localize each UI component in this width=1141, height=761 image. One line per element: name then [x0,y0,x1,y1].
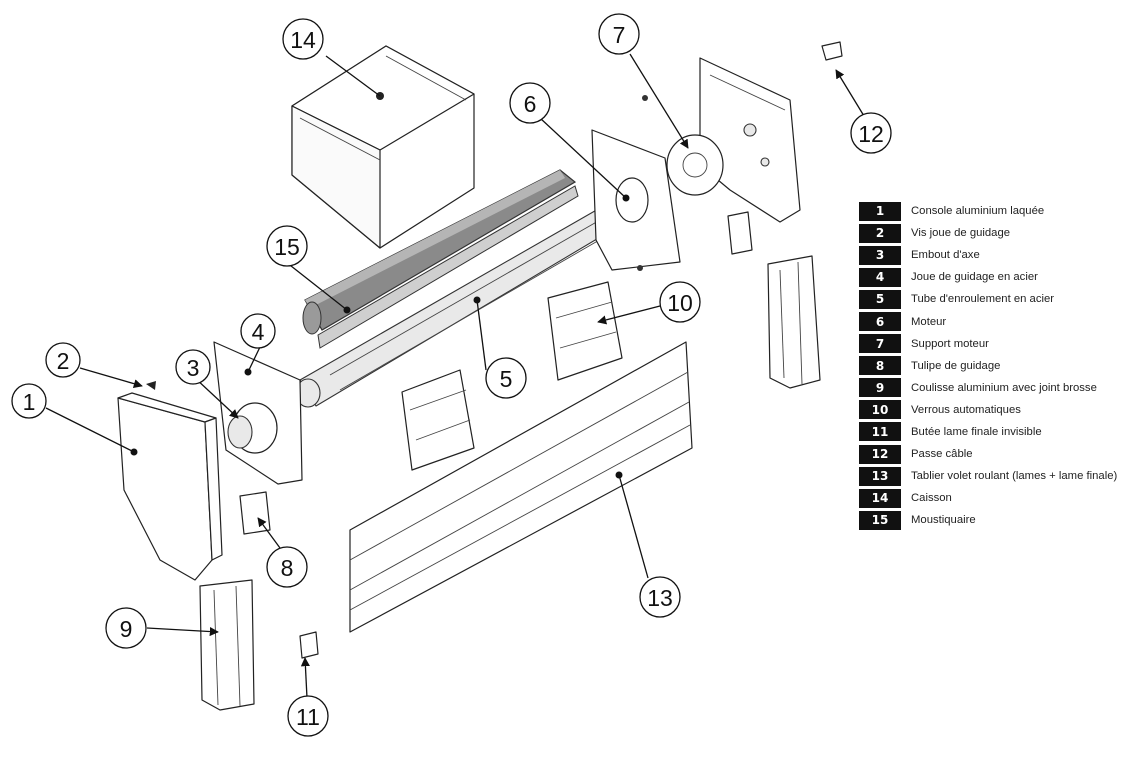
svg-text:12: 12 [858,121,884,147]
part-tablier [349,341,693,633]
legend-row: 11 Butée lame finale invisible [859,421,1134,443]
svg-text:1: 1 [23,389,36,415]
legend-row: 14 Caisson [859,487,1134,509]
legend-label: Verrous automatiques [911,403,1021,416]
legend-row: 4 Joue de guidage en acier [859,266,1134,288]
legend-label: Passe câble [911,448,973,461]
legend-number: 5 [859,289,901,309]
callout-9: 9 [105,607,147,649]
svg-text:4: 4 [252,319,265,345]
legend-number: 4 [859,267,901,287]
legend-number: 2 [859,223,901,243]
callout-2: 2 [45,342,81,378]
legend-row: 15 Moustiquaire [859,509,1134,531]
legend-label: Tulipe de guidage [911,359,1001,372]
svg-text:10: 10 [667,290,693,316]
svg-text:6: 6 [524,91,537,117]
svg-text:11: 11 [296,704,320,730]
part-moustiquaire [302,169,579,349]
svg-text:5: 5 [500,366,513,392]
legend-label: Moteur [911,315,947,328]
callout-12: 12 [850,112,892,154]
callout-7: 7 [598,13,640,55]
legend-row: 13 Tablier volet roulant (lames + lame f… [859,465,1134,487]
legend-number: 15 [859,510,901,530]
legend-number: 11 [859,422,901,442]
legend-label: Embout d'axe [911,249,980,262]
part-console [117,392,223,581]
callout-5: 5 [485,357,527,399]
legend-number: 3 [859,245,901,265]
svg-text:8: 8 [281,555,294,581]
legend-row: 3 Embout d'axe [859,244,1134,266]
svg-text:14: 14 [290,27,316,53]
callout-10: 10 [659,281,701,323]
legend-number: 10 [859,400,901,420]
legend-row: 12 Passe câble [859,443,1134,465]
part-verrous-right [547,281,623,381]
leader-lines [45,53,865,699]
svg-text:7: 7 [613,22,626,48]
legend-label: Vis joue de guidage [911,227,1011,240]
legend-number: 12 [859,444,901,464]
callout-11: 11 [287,695,329,737]
part-vis [146,381,156,390]
part-butee [299,631,319,659]
legend-number: 13 [859,466,901,486]
callout-15: 15 [266,225,308,267]
svg-text:15: 15 [274,234,300,260]
part-passe-cable [821,41,843,61]
legend-row: 6 Moteur [859,310,1134,332]
legend-row: 7 Support moteur [859,333,1134,355]
legend-label: Joue de guidage en acier [911,271,1038,284]
callout-6: 6 [509,82,551,124]
legend-label: Tablier volet roulant (lames + lame fina… [911,470,1118,483]
legend-row: 9 Coulisse aluminium avec joint brosse [859,377,1134,399]
part-embout-axe [227,402,278,454]
legend-row: 5 Tube d'enroulement en acier [859,288,1134,310]
legend-number: 9 [859,378,901,398]
part-verrous-left [401,369,475,471]
legend-row: 2 Vis joue de guidage [859,222,1134,244]
legend: 1 Console aluminium laquée 2 Vis joue de… [859,200,1134,531]
legend-number: 7 [859,334,901,354]
svg-text:2: 2 [57,348,70,374]
part-support-moteur [666,57,801,223]
legend-number: 6 [859,312,901,332]
part-tulipe-right [727,211,753,255]
legend-label: Coulisse aluminium avec joint brosse [911,381,1097,394]
svg-text:9: 9 [120,616,133,642]
callout-13: 13 [639,576,681,618]
callout-3: 3 [175,349,211,385]
legend-number: 1 [859,201,901,221]
svg-text:3: 3 [187,355,200,381]
legend-number: 8 [859,356,901,376]
legend-label: Tube d'enroulement en acier [911,293,1055,306]
callout-1: 1 [11,383,47,419]
callout-14: 14 [282,18,324,60]
legend-row: 10 Verrous automatiques [859,399,1134,421]
legend-label: Support moteur [911,337,989,350]
legend-row: 1 Console aluminium laquée [859,200,1134,222]
legend-row: 8 Tulipe de guidage [859,355,1134,377]
legend-label: Moustiquaire [911,514,976,527]
legend-number: 14 [859,488,901,508]
legend-label: Console aluminium laquée [911,205,1045,218]
part-coulisse-left [199,579,255,711]
legend-label: Butée lame finale invisible [911,425,1042,438]
svg-text:13: 13 [647,585,673,611]
callout-4: 4 [240,313,276,349]
callout-8: 8 [266,546,308,588]
part-moteur [591,95,681,271]
part-coulisse-right [767,255,821,389]
part-caisson [291,45,475,249]
legend-label: Caisson [911,492,952,505]
